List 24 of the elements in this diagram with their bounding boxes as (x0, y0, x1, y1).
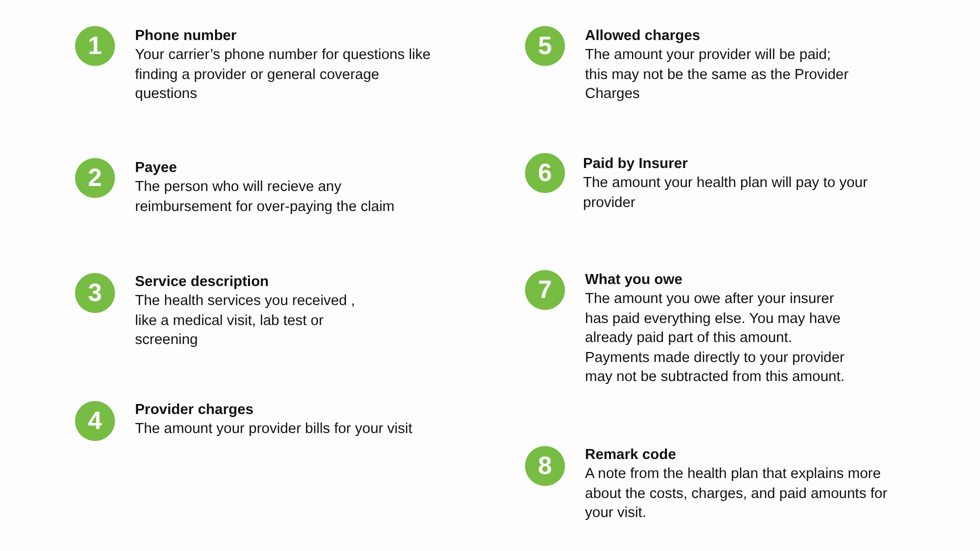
item-heading: Remark code (585, 446, 676, 465)
number-badge: 2 (75, 158, 115, 198)
item-description: The person who will recieve any reimbursement for over-paying the claim (135, 178, 396, 217)
item-description: A note from the health plan that explains more about the costs, charges, and paid amounts for your visit. (585, 465, 888, 524)
item-description: The amount your provider bills for your visit (135, 420, 414, 439)
item-description: The amount your provider will be paid; this may not be the same as the Provider Charges (585, 46, 850, 104)
item-heading: Allowed charges (585, 27, 700, 46)
item-heading: Payee (135, 159, 177, 178)
item-description: Your carrier’s phone number for questions like finding a provider or general coverage questions (135, 46, 432, 104)
item-description: The amount you owe after your insurer has paid everything else. You may have already paid part of this amount. Payments made directly to your provider may not be subtracted from this amount. (585, 290, 846, 388)
item-heading: What you owe (585, 271, 682, 290)
item-heading: Paid by Insurer (583, 155, 688, 174)
number-badge: 6 (525, 153, 565, 193)
number-badge: 4 (75, 401, 115, 441)
number-badge: 7 (525, 270, 565, 310)
item-heading: Service description (135, 273, 269, 292)
item-heading: Phone number (135, 27, 237, 46)
item-description: The amount your health plan will pay to your provider (583, 174, 868, 213)
item-heading: Provider charges (135, 401, 254, 420)
item-description: The health services you received , like a medical visit, lab test or screening (135, 292, 356, 350)
number-badge: 3 (75, 273, 115, 313)
number-badge: 5 (525, 26, 565, 66)
number-badge: 8 (525, 446, 565, 486)
number-badge: 1 (75, 26, 115, 66)
